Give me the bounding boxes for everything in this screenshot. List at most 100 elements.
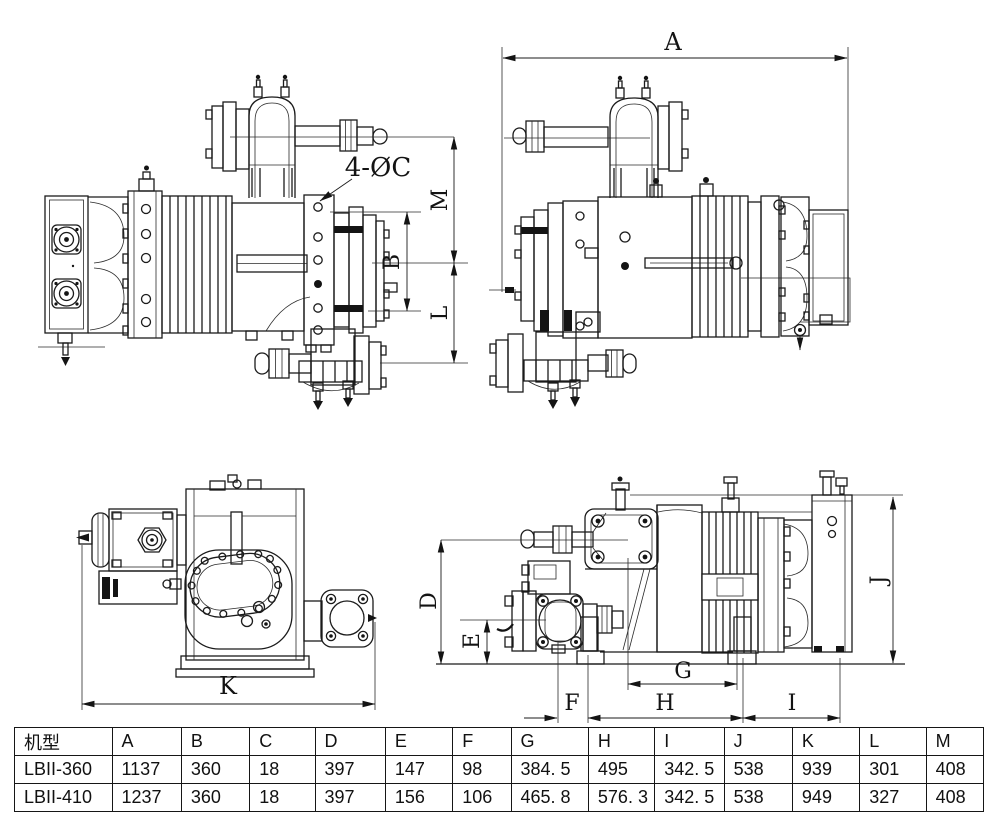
- oil-tank-4: [758, 470, 853, 653]
- dim-label-e: E: [460, 633, 485, 649]
- flange-plate-4: [757, 517, 791, 653]
- oval-flange: [162, 549, 293, 650]
- fan-end-plate: [38, 195, 105, 366]
- table-row: LBII-360 1137 360 18 397 147 98 384. 5 4…: [14, 755, 985, 784]
- table-cell: 360: [180, 755, 251, 784]
- fan-icon: [51, 224, 82, 255]
- table-header-h: H: [587, 727, 656, 756]
- dimension-table: 机型 A B C D E F G H I J K L M LBII-360 11…: [14, 727, 985, 812]
- fin-block: [161, 195, 233, 334]
- table-header-k: K: [791, 727, 861, 756]
- fin-block-4: [701, 476, 759, 654]
- oil-separator-2: [504, 75, 689, 198]
- view-side-dimensioned: D E G F H I J: [417, 470, 905, 723]
- dimensions-left-view: B M L 4-ØC: [319, 136, 468, 364]
- table-cell: 408: [925, 755, 985, 784]
- dim-label-f: F: [564, 691, 579, 716]
- table-cell: 384. 5: [510, 755, 589, 784]
- side-flange-3: [303, 589, 377, 648]
- table-cell: 495: [587, 755, 656, 784]
- table-cell: 327: [859, 783, 927, 812]
- oil-pipe-2: [741, 277, 851, 351]
- left-flange-stack-2: [514, 202, 601, 337]
- table-header-b: B: [180, 727, 251, 756]
- discharge-flange-stack: [333, 206, 398, 334]
- dim-label-a: A: [663, 28, 682, 56]
- table-cell: 1237: [111, 783, 182, 812]
- dim-label-k: K: [219, 672, 238, 700]
- table-cell: 106: [452, 783, 512, 812]
- dimension-a: A: [501, 28, 849, 292]
- mount-plate-2: [562, 200, 599, 339]
- table-cell: 147: [384, 755, 454, 784]
- table-header-e: E: [384, 727, 454, 756]
- table-header-a: A: [111, 727, 182, 756]
- view-top: K: [76, 474, 377, 710]
- table-cell: 342. 5: [654, 755, 725, 784]
- table-cell: 360: [180, 783, 251, 812]
- table-header-i: I: [654, 727, 725, 756]
- suction-pipe-4: [441, 512, 628, 561]
- bolt-hole-annotation: 4-ØC: [345, 153, 412, 183]
- suction-valve-assembly: [254, 328, 387, 410]
- table-cell: 1137: [111, 755, 182, 784]
- table-cell: 949: [791, 783, 861, 812]
- model-name: LBII-410: [14, 783, 113, 812]
- table-cell: 18: [249, 755, 316, 784]
- bolt-plate-4: [584, 476, 659, 570]
- dim-label-g: G: [674, 659, 692, 684]
- table-header-g: G: [510, 727, 589, 756]
- table-header-row: 机型 A B C D E F G H I J K L M: [14, 727, 985, 756]
- dimensions-4: D E G F H I J: [417, 496, 897, 723]
- discharge-pipe: [230, 119, 454, 152]
- oil-separator: [205, 74, 296, 198]
- fan-icon: [51, 278, 82, 309]
- body-4: [585, 504, 733, 653]
- table-cell: 465. 8: [510, 783, 589, 812]
- dim-label-d: D: [417, 592, 442, 610]
- table-row: LBII-410 1237 360 18 397 156 106 465. 8 …: [14, 783, 985, 812]
- table-header-l: L: [859, 727, 927, 756]
- table-cell: 408: [925, 783, 985, 812]
- bolt-hole-leader: [319, 178, 353, 202]
- table-header-m: M: [925, 727, 985, 756]
- table-cell: 939: [791, 755, 861, 784]
- table-cell: 538: [723, 783, 793, 812]
- table-cell: 342. 5: [654, 783, 725, 812]
- feet-4: [576, 616, 757, 665]
- view-side-left: B M L 4-ØC: [38, 74, 468, 410]
- dim-label-h: H: [655, 691, 674, 716]
- main-body-2: [584, 196, 743, 339]
- dim-label-j: J: [867, 576, 892, 587]
- table-header-j: J: [723, 727, 793, 756]
- table-cell: 538: [723, 755, 793, 784]
- valve-assembly-2: [489, 287, 637, 409]
- fin-block-2: [649, 177, 749, 338]
- gear-pump: [76, 508, 187, 605]
- table-cell: 98: [452, 755, 512, 784]
- right-plates-2: [747, 195, 786, 338]
- table-cell: 397: [314, 755, 386, 784]
- dim-label-m: M: [428, 189, 453, 212]
- table-cell: 397: [314, 783, 386, 812]
- view-side-right: A: [489, 28, 851, 409]
- table-header-c: C: [249, 727, 316, 756]
- valve-4: [496, 560, 624, 654]
- table-cell: 301: [859, 755, 927, 784]
- dimension-k: K: [81, 545, 376, 710]
- dome-4: [783, 519, 813, 649]
- table-cell: 156: [384, 783, 454, 812]
- dim-label-i: I: [788, 691, 797, 716]
- table-header-model: 机型: [14, 727, 113, 756]
- dim-label-b: B: [380, 254, 405, 270]
- model-name: LBII-360: [14, 755, 113, 784]
- table-header-d: D: [314, 727, 386, 756]
- table-cell: 18: [249, 783, 316, 812]
- dim-label-l: L: [428, 305, 453, 320]
- main-body: [231, 202, 311, 341]
- frame: [175, 474, 315, 678]
- end-cover-2: [803, 209, 849, 326]
- table-header-f: F: [452, 727, 512, 756]
- table-cell: 576. 3: [587, 783, 656, 812]
